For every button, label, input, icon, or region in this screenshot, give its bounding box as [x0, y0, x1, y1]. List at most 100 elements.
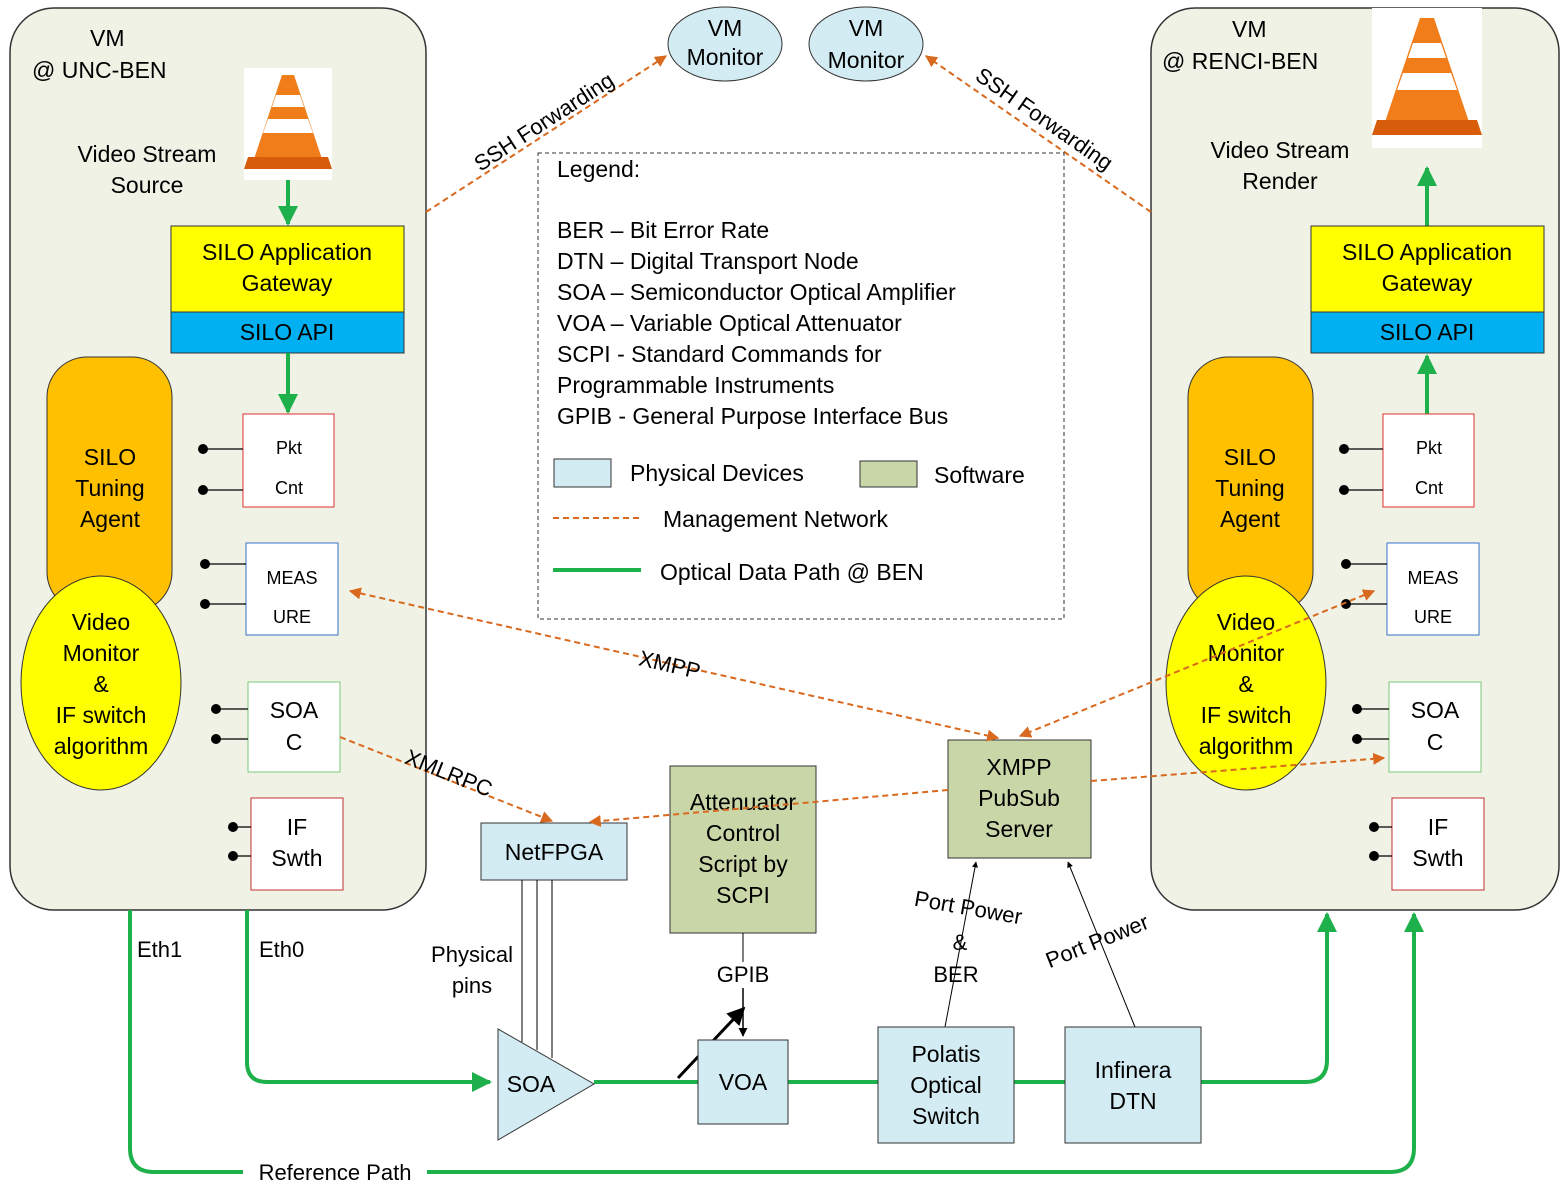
right-gateway-line2: Gateway — [1382, 270, 1473, 296]
legend-management-label: Management Network — [663, 506, 888, 532]
right-monitor-line4: IF switch — [1201, 702, 1292, 728]
gpib-label: GPIB — [717, 962, 770, 987]
right-meas-line2: URE — [1414, 607, 1452, 627]
voa-label: VOA — [719, 1069, 768, 1095]
right-monitor-line2: Monitor — [1208, 640, 1285, 666]
left-monitor-line5: algorithm — [54, 733, 149, 759]
xmpp-right-link — [1018, 589, 1376, 738]
left-tuning-line3: Agent — [80, 506, 141, 532]
legend-line: GPIB - General Purpose Interface Bus — [557, 403, 948, 429]
left-video-label-line2: Source — [111, 172, 184, 198]
right-tuning-line3: Agent — [1220, 506, 1281, 532]
left-if-port1-dot — [228, 822, 238, 832]
reference-label-bg — [243, 1158, 427, 1184]
left-api-box — [170, 311, 405, 354]
right-soac-line1: SOA — [1411, 697, 1460, 723]
legend-line: Programmable Instruments — [557, 372, 834, 398]
attenuator-script-box — [669, 765, 817, 934]
right-vm-group: VM @ RENCI-BEN Video Stream Render SILO … — [1150, 7, 1560, 911]
infinera-dtn-box — [1064, 1026, 1202, 1144]
legend-line: SOA – Semiconductor Optical Amplifier — [557, 279, 956, 305]
left-video-monitor — [20, 575, 182, 791]
right-pkt-port1-dot — [1339, 444, 1349, 454]
soa-amplifier — [497, 1028, 595, 1141]
ssh-left-line — [425, 55, 668, 213]
netfpga-label: NetFPGA — [505, 839, 604, 865]
left-monitor-line1: Video — [72, 609, 130, 635]
reference-path-label: Reference Path — [259, 1160, 412, 1184]
right-video-label-line1: Video Stream — [1211, 137, 1350, 163]
polatis-line1: Polatis — [911, 1041, 980, 1067]
netfpga-box — [480, 822, 628, 881]
physical-pins-line1: Physical — [431, 942, 513, 967]
polatis-line3: Switch — [912, 1103, 980, 1129]
xmpp-server-line3: Server — [985, 816, 1053, 842]
polatis-line2: Optical — [910, 1072, 982, 1098]
right-pkt-line1: Pkt — [1416, 438, 1442, 458]
left-pkt-port2-dot — [198, 485, 208, 495]
port-power-line — [1067, 861, 1136, 1028]
optical-eth0-path — [245, 910, 492, 1092]
legend-software-label: Software — [934, 462, 1025, 488]
right-monitor-line5: algorithm — [1199, 733, 1294, 759]
legend-line: SCPI - Standard Commands for — [557, 341, 882, 367]
left-soac-port2-dot — [211, 734, 221, 744]
ssh-right-line — [925, 55, 1152, 213]
left-api-label: SILO API — [240, 319, 335, 345]
right-soac-port1-dot — [1352, 704, 1362, 714]
legend-software-swatch — [859, 460, 918, 488]
left-monitor-line4: IF switch — [56, 702, 147, 728]
left-meas-ure-box — [245, 542, 339, 636]
right-if-swth-box — [1391, 797, 1485, 891]
infinera-line2: DTN — [1109, 1088, 1156, 1114]
left-meas-port1-dot — [200, 559, 210, 569]
left-if-swth-box — [250, 797, 344, 891]
optical-reference-path — [128, 910, 1424, 1174]
physical-pins-line2: pins — [452, 973, 492, 998]
xmpp-left-link — [348, 587, 1000, 742]
right-monitor-line1: Video — [1217, 609, 1275, 635]
left-gateway-line2: Gateway — [242, 270, 333, 296]
right-vm-title-line1: VM — [1232, 16, 1267, 42]
vlc-cone-icon — [244, 68, 332, 180]
left-soac-port1-dot — [211, 704, 221, 714]
left-meas-line2: URE — [273, 607, 311, 627]
vm-monitor-left-line2: Monitor — [687, 44, 764, 70]
right-vm-title-line2: @ RENCI-BEN — [1162, 48, 1318, 74]
vm-monitor-right-line2: Monitor — [828, 47, 905, 73]
right-if-line2: Swth — [1412, 845, 1463, 871]
right-tuning-line1: SILO — [1224, 444, 1276, 470]
xmpp-server-line2: PubSub — [978, 785, 1060, 811]
polatis-switch-box — [877, 1026, 1015, 1144]
left-if-port2-dot — [228, 851, 238, 861]
port-power-ber-line3: BER — [933, 962, 978, 987]
left-soac-box — [247, 681, 341, 773]
xmpp-label: XMPP — [636, 645, 702, 683]
left-tuning-line2: Tuning — [75, 475, 144, 501]
left-vm-title-line1: VM — [90, 25, 125, 51]
legend-line: VOA – Variable Optical Attenuator — [557, 310, 902, 336]
left-pkt-cnt-box — [242, 413, 335, 508]
left-video-label-line1: Video Stream — [78, 141, 217, 167]
legend: Legend: BER – Bit Error Rate DTN – Digit… — [537, 152, 1065, 620]
left-monitor-line3: & — [93, 671, 108, 697]
legend-line: BER – Bit Error Rate — [557, 217, 769, 243]
left-monitor-line2: Monitor — [63, 640, 140, 666]
legend-optical-label: Optical Data Path @ BEN — [660, 559, 924, 585]
left-gateway-line1: SILO Application — [202, 239, 372, 265]
soa-label: SOA — [507, 1071, 556, 1097]
vm-monitor-left-line1: VM — [708, 15, 743, 41]
left-pkt-line2: Cnt — [275, 478, 303, 498]
left-meas-line1: MEAS — [266, 568, 317, 588]
right-soac-port2-dot — [1352, 734, 1362, 744]
attenuator-line4: SCPI — [716, 882, 770, 908]
port-power-ber-line2: & — [953, 930, 968, 955]
right-api-label: SILO API — [1380, 319, 1475, 345]
legend-physical-swatch — [553, 458, 612, 488]
right-pkt-cnt-box — [1382, 413, 1475, 508]
left-meas-port2-dot — [200, 599, 210, 609]
left-pkt-line1: Pkt — [276, 438, 302, 458]
left-tuning-line1: SILO — [84, 444, 136, 470]
